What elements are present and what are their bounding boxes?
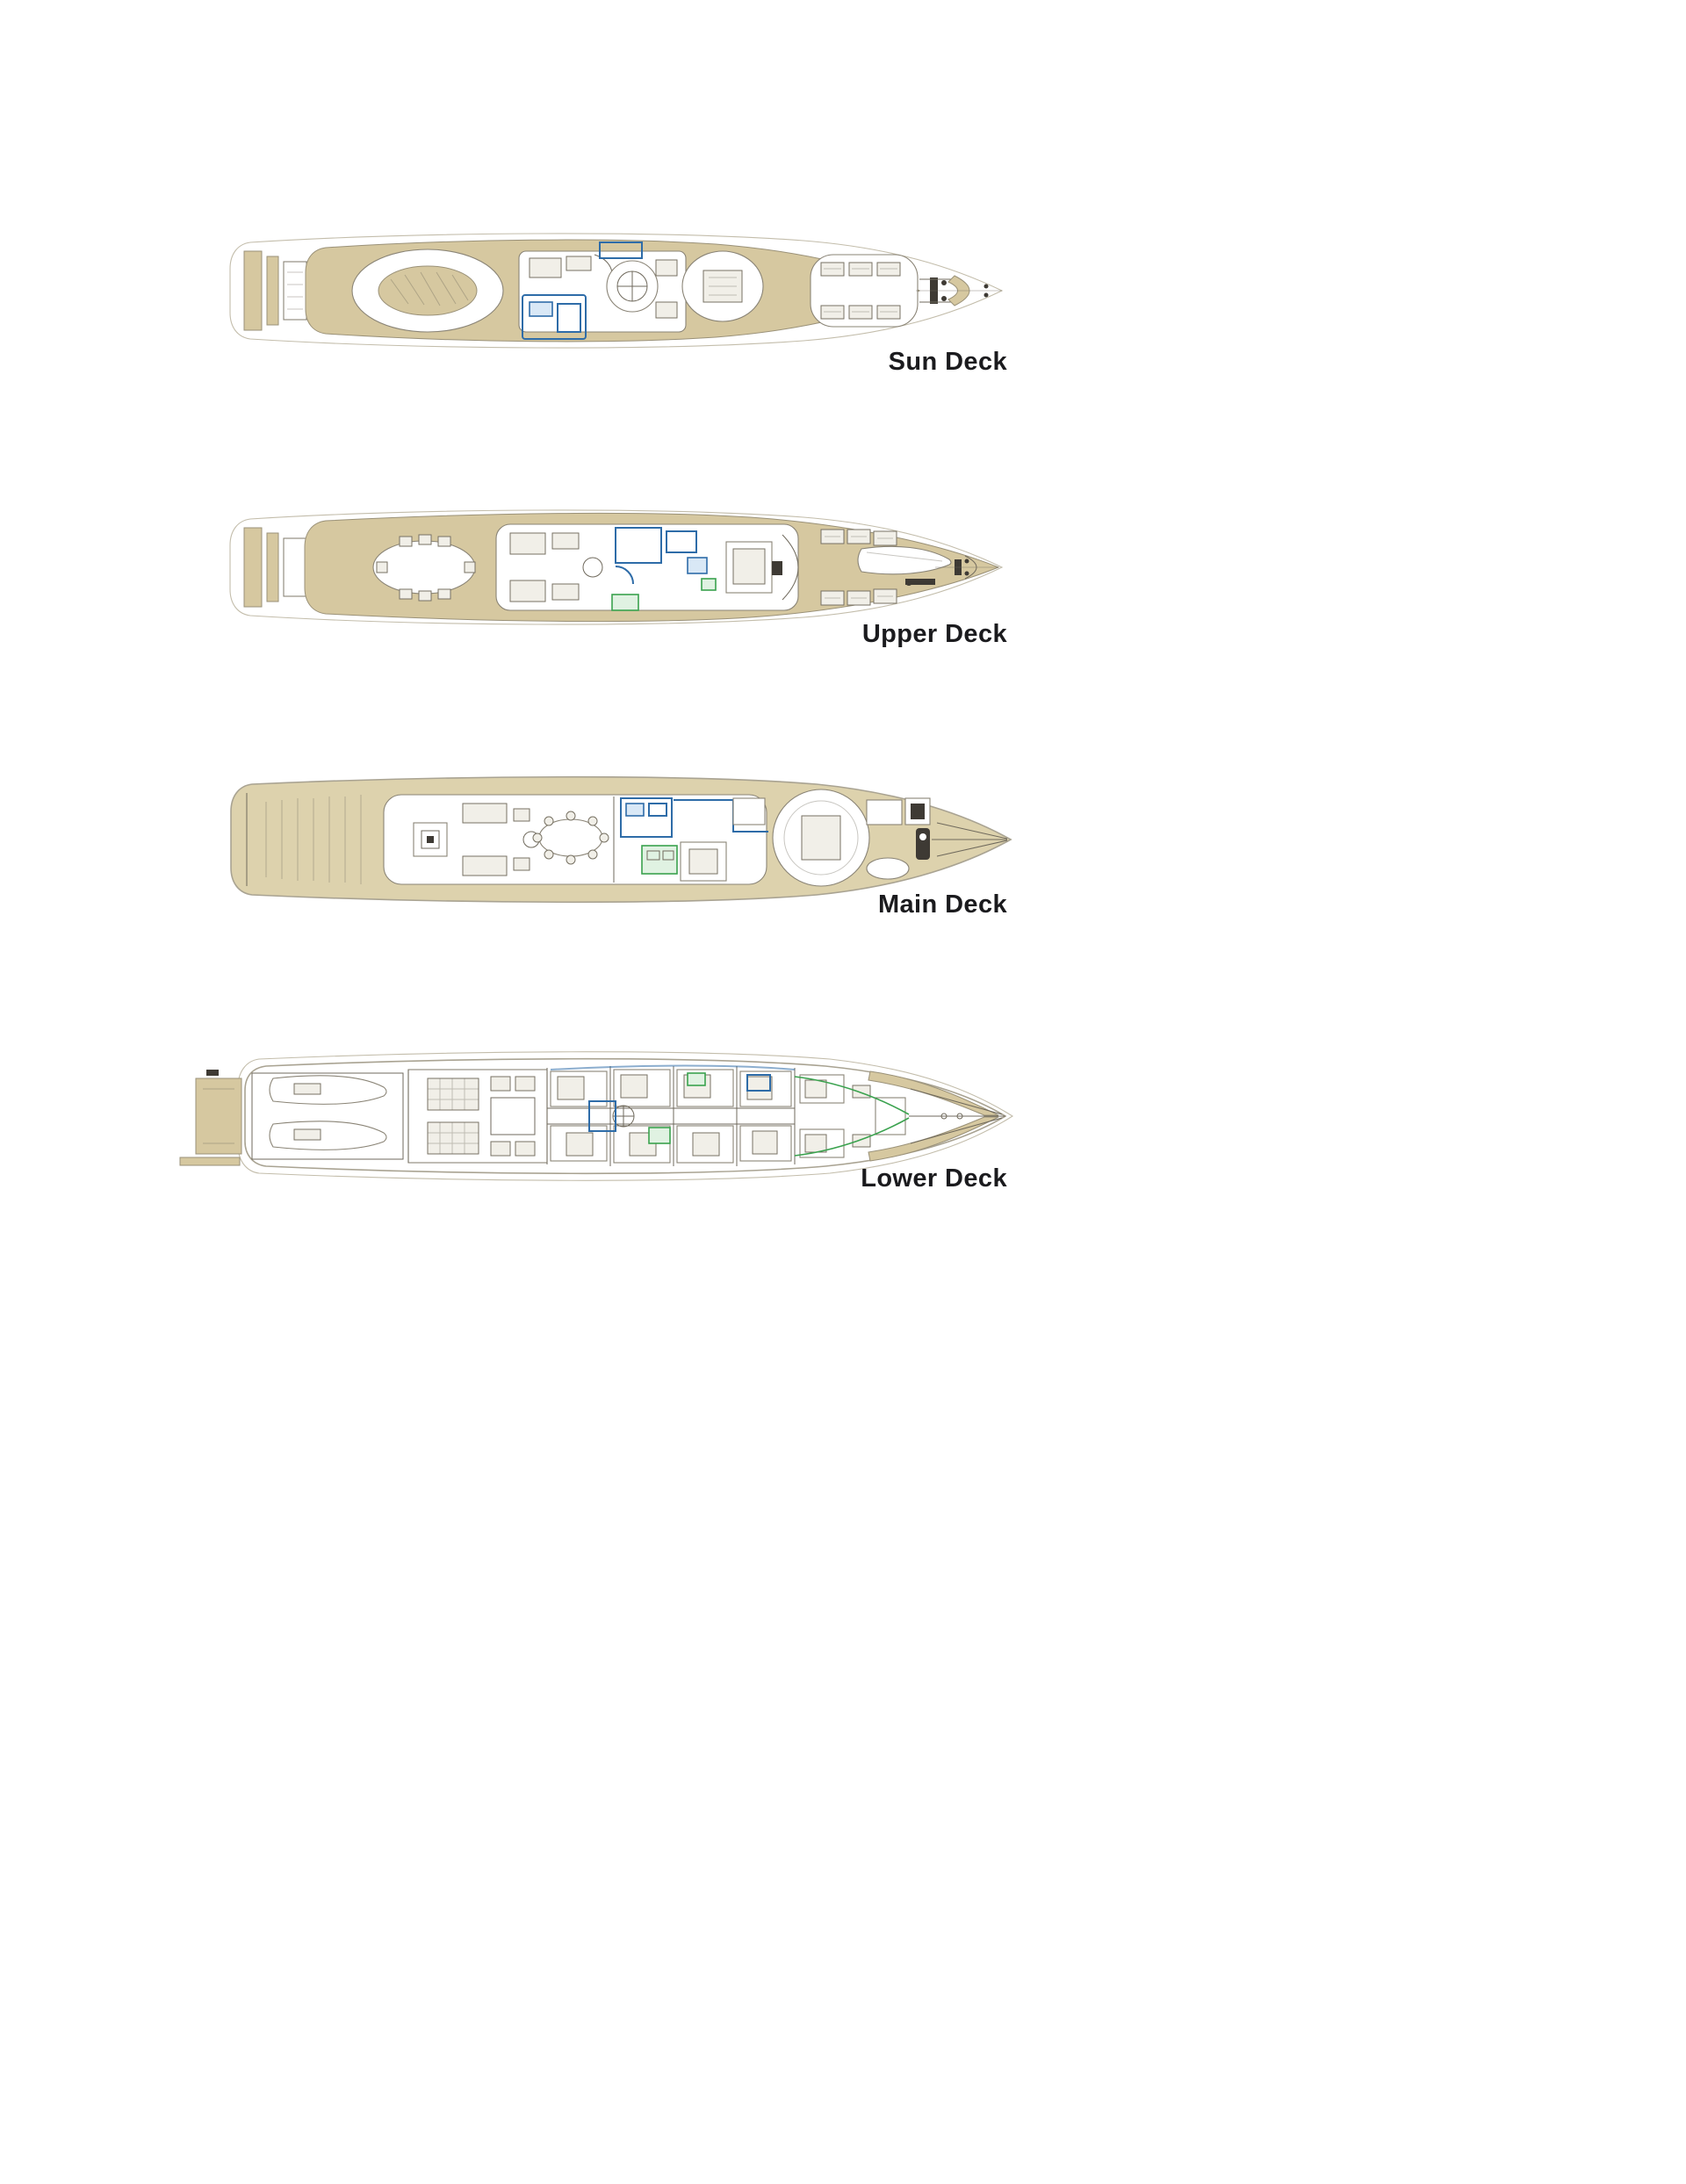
deck-row-main: [119, 747, 1023, 932]
tender-and-crane: [857, 545, 952, 586]
mast: [919, 278, 953, 304]
bow-area: [868, 1070, 1005, 1162]
deck-label-main: Main Deck: [877, 890, 1007, 919]
tender-garage: [251, 1072, 404, 1160]
crew-quarters: [794, 1074, 910, 1158]
aft-dining: [372, 534, 476, 602]
engine-room: [407, 1069, 548, 1164]
stair-and-pantry-highlight: [522, 241, 643, 340]
forward-loungers: [810, 254, 919, 328]
aft-sunpad-oval: [351, 249, 504, 333]
guest-cabins: [407, 1064, 796, 1166]
deck-label-sun: Sun Deck: [888, 348, 1007, 376]
saloon-furniture: [413, 803, 540, 876]
main-deck-plan: [230, 775, 1012, 904]
lower-deck-plan: [179, 1051, 1014, 1181]
observation-pod: [681, 250, 764, 322]
sun-deck-plan: [229, 233, 1004, 349]
bridge-console: [772, 534, 799, 601]
sky-saloon: [495, 523, 799, 611]
dining-area: [532, 796, 615, 883]
deck-label-upper: Upper Deck: [861, 620, 1007, 648]
outer-hull-outline: [229, 509, 1004, 625]
foyer-cabins: [680, 797, 766, 882]
deck-row-upper: [119, 475, 1023, 660]
bow-seating: [916, 275, 1002, 306]
swim-platform: [179, 1070, 242, 1166]
deck-label-lower: Lower Deck: [861, 1164, 1007, 1193]
deck-row-sun: [119, 198, 1023, 383]
bow-area: [935, 555, 998, 580]
upper-deck-plan: [229, 509, 1004, 625]
aft-deck: [246, 793, 362, 886]
aft-arch: [243, 250, 307, 331]
bow-area: [866, 797, 1008, 860]
deck-row-lower: [119, 1024, 1023, 1208]
outer-hull-outline: [237, 1051, 1014, 1181]
aft-arch: [243, 527, 307, 608]
stair-galley-highlight: [611, 527, 717, 611]
foredeck-boxes: [820, 529, 897, 606]
owner-suite-rotunda: [772, 789, 910, 887]
vip-cabin: [725, 541, 773, 594]
sky-lounge: [518, 250, 687, 333]
